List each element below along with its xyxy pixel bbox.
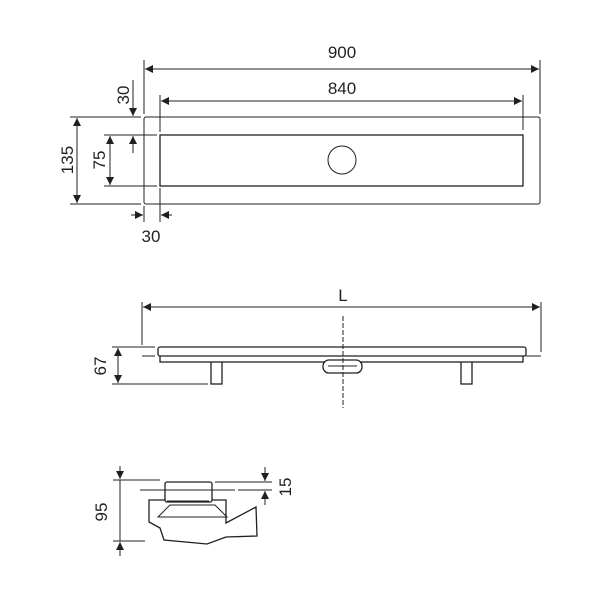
dimension-840-label: 840 [328, 79, 356, 98]
grate-outline [159, 134, 524, 187]
channel-outline [143, 116, 541, 205]
dimension-30-end-label: 30 [142, 227, 161, 246]
dimension-L-label: L [338, 286, 347, 305]
dimension-75-label: 75 [90, 151, 109, 170]
side-view: L 67 [91, 286, 542, 408]
dimension-30-side-label: 30 [114, 86, 133, 105]
grate-top-profile [164, 481, 213, 503]
drain-outlet-circle [327, 145, 357, 175]
dimension-95-label: 95 [92, 503, 111, 522]
grate-plate [157, 346, 527, 357]
drain-body-profile [148, 499, 258, 545]
dimension-135-label: 135 [58, 146, 77, 174]
dimension-67-label: 67 [91, 357, 110, 376]
top-view: 900 840 135 75 30 30 [58, 43, 541, 246]
dimension-900-label: 900 [328, 43, 356, 62]
dimension-15-label: 15 [276, 478, 295, 497]
end-view: 95 15 [92, 466, 295, 556]
